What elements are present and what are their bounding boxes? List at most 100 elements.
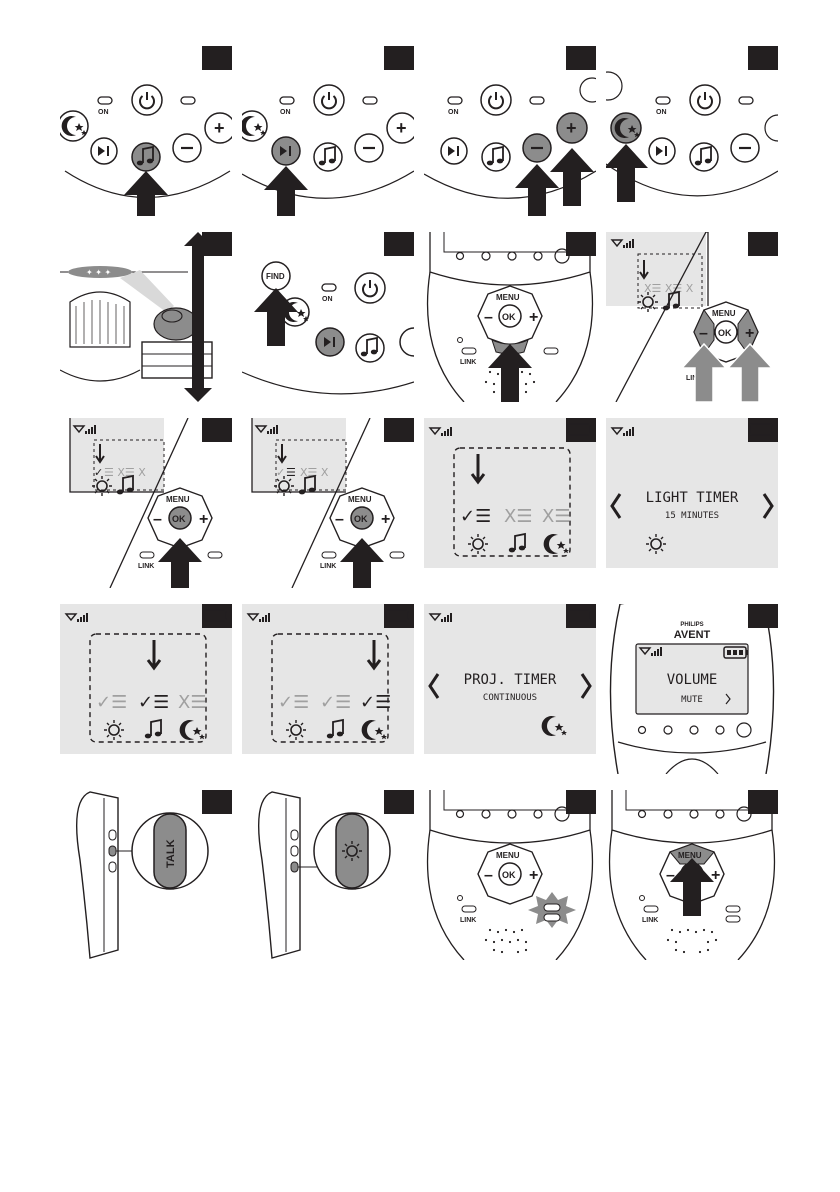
step-number-box	[566, 46, 596, 70]
figure-ok-press-light: ✓ ☰ X☰ X OK MENU – + LINK	[60, 418, 232, 588]
ok-label: OK	[502, 870, 516, 880]
link-label: LINK	[460, 917, 476, 924]
step-number-box	[748, 604, 778, 628]
music-button[interactable]	[132, 143, 160, 171]
step-number-box	[202, 790, 232, 814]
step-number-box	[566, 232, 596, 256]
parent-unit-illustration: PHILIPS AVENT VOLUME MUTE	[606, 604, 778, 774]
svg-text:✓☰: ✓☰	[278, 692, 309, 713]
proj-timer-title: PROJ. TIMER	[464, 672, 557, 688]
talk-label: TALK	[165, 839, 177, 868]
arrow-icon	[158, 538, 202, 588]
on-label: ON	[448, 109, 459, 116]
battery-icon	[386, 610, 410, 621]
row-5: TALK	[60, 790, 780, 960]
step-number-box	[202, 232, 232, 256]
figure-lcd-proj-timer: PROJ. TIMER CONTINUOUS	[424, 604, 596, 774]
menu-label: MENU	[678, 851, 702, 860]
left-chevron-icon	[612, 494, 620, 518]
step-number-box	[384, 232, 414, 256]
link-label: LINK	[642, 917, 658, 924]
figure-battery-indicator: OK MENU – + LINK	[424, 790, 596, 960]
right-chevron-icon	[764, 494, 772, 518]
figure-parent-unit-select: X☰ X☰ X OK MENU – + LINK	[606, 232, 778, 402]
proj-timer-value: CONTINUOUS	[483, 693, 537, 703]
note-icon	[327, 720, 343, 738]
figure-lcd-menu-projector: ✓☰ ✓☰ ✓☰	[242, 604, 414, 774]
link-label: LINK	[138, 563, 154, 570]
find-label: FIND	[266, 272, 285, 281]
note-icon	[145, 720, 161, 738]
moon-icon	[362, 720, 387, 740]
svg-text:X☰: X☰	[178, 692, 206, 713]
arrow-icon	[550, 148, 594, 206]
svg-text:+: +	[199, 511, 208, 528]
ok-label: OK	[354, 514, 368, 524]
svg-text:+: +	[529, 309, 538, 326]
plus-button[interactable]: +	[745, 325, 754, 342]
parent-unit-illustration: X☰ X☰ X OK MENU – + LINK	[606, 232, 778, 402]
menu-label: MENU	[348, 495, 372, 504]
battery-icon	[750, 424, 774, 435]
brightness-button[interactable]	[336, 814, 368, 888]
ok-label: OK	[718, 328, 732, 338]
svg-text:✓☰: ✓☰	[96, 692, 127, 713]
figure-menu-button: MENU – + LINK	[606, 790, 778, 960]
moon-icon	[542, 716, 567, 736]
control-panel-illustration: ON +	[60, 46, 232, 216]
step-number-box	[384, 790, 414, 814]
parent-unit-illustration: ✓ ☰ X☰ X OK MENU – + LINK	[242, 418, 414, 588]
figure-lcd-light-timer: LIGHT TIMER 15 MINUTES	[606, 418, 778, 588]
lcd-content: LIGHT TIMER 15 MINUTES	[606, 418, 778, 588]
control-panel-illustration: ON	[606, 46, 778, 216]
step-number-box	[202, 46, 232, 70]
lcd-content: ✓☰ ✓☰ ✓☰	[242, 604, 414, 774]
svg-text:+: +	[566, 118, 577, 138]
svg-text:+: +	[529, 867, 538, 884]
signal-icon	[612, 427, 634, 436]
battery-icon	[568, 610, 592, 621]
svg-text:☰: ☰	[286, 466, 296, 479]
figure-ok-press-light-on: ✓ ☰ X☰ X OK MENU – + LINK	[242, 418, 414, 588]
figure-find-button: FIND ON	[242, 232, 414, 402]
volume-title: VOLUME	[667, 672, 718, 688]
battery-icon	[568, 424, 592, 435]
figure-lcd-menu-light: ✓☰ X☰ X☰	[424, 418, 596, 588]
parent-unit-illustration: MENU – + LINK	[606, 790, 778, 960]
figure-volume-buttons: ON +	[424, 46, 596, 216]
signal-icon	[430, 613, 452, 622]
light-timer-title: LIGHT TIMER	[646, 490, 739, 506]
signal-icon	[430, 427, 452, 436]
svg-text:✓☰: ✓☰	[138, 692, 169, 713]
on-label: ON	[98, 109, 109, 116]
svg-text:+: +	[381, 511, 390, 528]
menu-label: MENU	[496, 851, 520, 860]
battery-icon	[204, 610, 228, 621]
bulb-icon	[104, 720, 124, 740]
step-number-box	[566, 790, 596, 814]
figure-parent-unit-lullaby-key: OK MENU – + LINK	[424, 232, 596, 402]
arrow-icon	[488, 344, 532, 402]
control-panel-illustration: ON +	[242, 46, 414, 216]
left-chevron-icon	[430, 674, 438, 698]
on-label: ON	[656, 109, 667, 116]
svg-text:X☰: X☰	[504, 506, 532, 527]
parent-unit-illustration: OK MENU – + LINK	[424, 232, 596, 402]
lcd-content: ✓☰ ✓☰ X☰	[60, 604, 232, 774]
svg-text:X☰ X☰ X: X☰ X☰ X	[644, 282, 694, 295]
arrow-icon	[340, 538, 384, 588]
projection-illustration: ✦ ✦ ✦	[60, 232, 232, 402]
minus-button[interactable]: –	[699, 325, 708, 342]
parent-unit-illustration: OK MENU – + LINK	[424, 790, 596, 960]
svg-text:✓☰: ✓☰	[320, 692, 351, 713]
moon-icon	[180, 720, 205, 740]
svg-text:–: –	[484, 309, 493, 326]
figure-talk-button: TALK	[60, 790, 232, 960]
figure-projector-button: ON	[606, 46, 778, 216]
figure-lcd-menu-music: ✓☰ ✓☰ X☰	[60, 604, 232, 774]
step-number-box	[384, 418, 414, 442]
ok-label: OK	[502, 312, 516, 322]
note-icon	[509, 534, 525, 552]
arrow-icon	[606, 144, 648, 202]
svg-text:–: –	[153, 511, 162, 528]
